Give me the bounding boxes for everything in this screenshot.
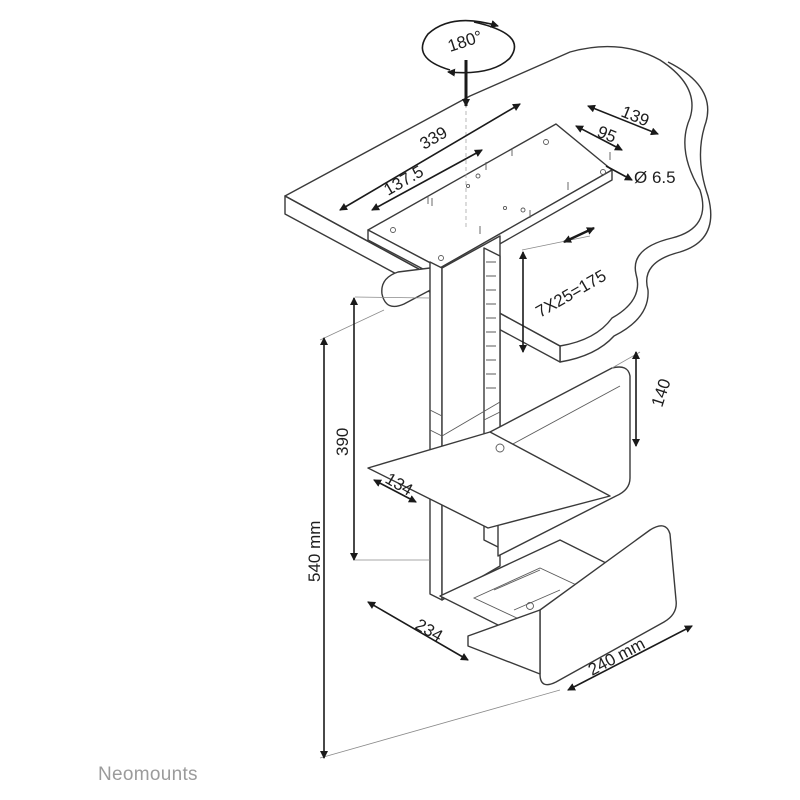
upper-clamp (367, 366, 631, 557)
rotation-label: 180° (445, 27, 484, 56)
brand-logo: Neomounts (98, 764, 198, 785)
height-steps-label: 7X25=175 (533, 266, 610, 321)
plate-width-label: 139 (619, 102, 652, 130)
hole-diameter-label: Ø 6.5 (634, 168, 676, 187)
dimension-lines (320, 103, 693, 759)
clamp-height-label: 140 (648, 376, 675, 409)
adjustment-knob (381, 267, 439, 308)
hole-offset-label: 137.5 (381, 162, 427, 200)
column-height-label: 390 (333, 428, 352, 456)
hole-spacing-label: 95 (595, 122, 620, 147)
total-height-label: 540 mm (305, 521, 324, 582)
rotation-indicator (421, 19, 516, 107)
telescopic-column (429, 235, 501, 601)
base-depth-label: 234 (412, 615, 446, 646)
